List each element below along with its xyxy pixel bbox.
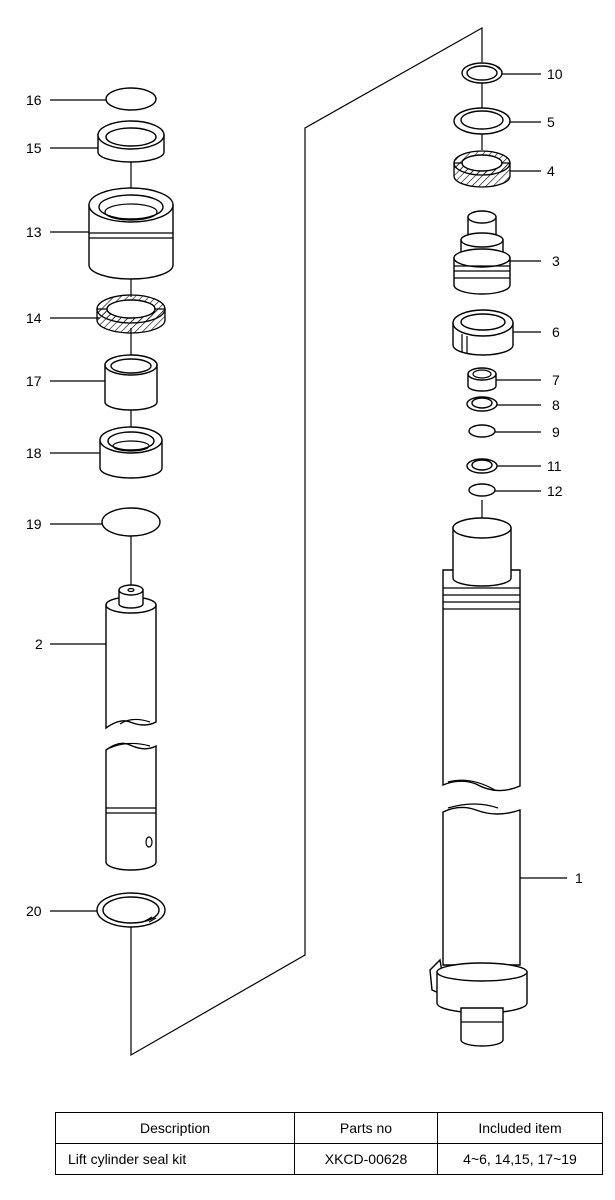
leader-lines	[50, 73, 567, 912]
callout-13: 13	[26, 224, 42, 240]
callout-19: 19	[26, 516, 42, 532]
cell-parts-no: XKCD-00628	[294, 1143, 438, 1175]
callout-15: 15	[26, 140, 42, 156]
part-6-split-wear-ring	[452, 309, 514, 356]
callout-7: 7	[552, 372, 560, 388]
table-row: Lift cylinder seal kit XKCD-00628 4~6, 1…	[55, 1143, 603, 1175]
part-7-seal	[467, 367, 497, 392]
part-5-back-up-ring	[453, 107, 511, 135]
cell-included-item: 4~6, 14,15, 17~19	[437, 1143, 603, 1175]
part-8-seal	[466, 396, 498, 412]
part-2-piston-rod-upper	[105, 584, 157, 730]
callout-12: 12	[547, 483, 563, 499]
callout-2: 2	[35, 636, 43, 652]
part-1-cylinder-tube-lower	[429, 803, 528, 1047]
part-18-guide-ring	[99, 426, 163, 479]
seal-kit-table: Description Parts no Included item Lift …	[55, 1112, 603, 1175]
part-4-hatched-seal	[453, 150, 511, 188]
callout-18: 18	[26, 445, 42, 461]
callout-14: 14	[26, 310, 42, 326]
callout-8: 8	[552, 397, 560, 413]
assembly-connector-line	[130, 26, 483, 1057]
callout-3: 3	[552, 253, 560, 269]
callout-11: 11	[547, 458, 562, 474]
part-20-snap-ring	[96, 892, 166, 928]
exploded-parts-diagram: 16 15 13 14 17 18 19 2 20 10 5 4 3 6 7 8…	[26, 26, 583, 1057]
header-description: Description	[55, 1112, 295, 1144]
header-included-item: Included item	[437, 1112, 603, 1144]
table-header-row: Description Parts no Included item	[55, 1112, 603, 1144]
part-11-seal	[466, 458, 498, 474]
part-17-bushing	[104, 354, 158, 411]
part-2-piston-rod-lower	[105, 742, 157, 871]
callout-17: 17	[26, 373, 42, 389]
callout-9: 9	[552, 424, 560, 440]
part-9-o-ring	[468, 424, 496, 438]
callout-10: 10	[547, 66, 563, 82]
part-1-cylinder-tube-upper	[442, 517, 521, 792]
part-12-o-ring	[468, 483, 496, 497]
callout-1: 1	[575, 870, 583, 886]
callout-20: 20	[26, 903, 42, 919]
part-15-dust-wiper	[97, 120, 165, 163]
callout-16: 16	[26, 92, 42, 108]
part-13-gland	[88, 187, 174, 280]
header-parts-no: Parts no	[294, 1112, 438, 1144]
part-14-hatched-seal	[96, 294, 166, 334]
callout-5: 5	[547, 114, 555, 130]
part-3-piston	[453, 210, 511, 295]
callout-4: 4	[547, 163, 555, 179]
part-16-o-ring	[105, 87, 157, 111]
part-10-snap-ring	[461, 62, 503, 84]
cell-description: Lift cylinder seal kit	[55, 1143, 295, 1175]
part-19-o-ring	[101, 507, 161, 537]
callout-6: 6	[552, 324, 560, 340]
